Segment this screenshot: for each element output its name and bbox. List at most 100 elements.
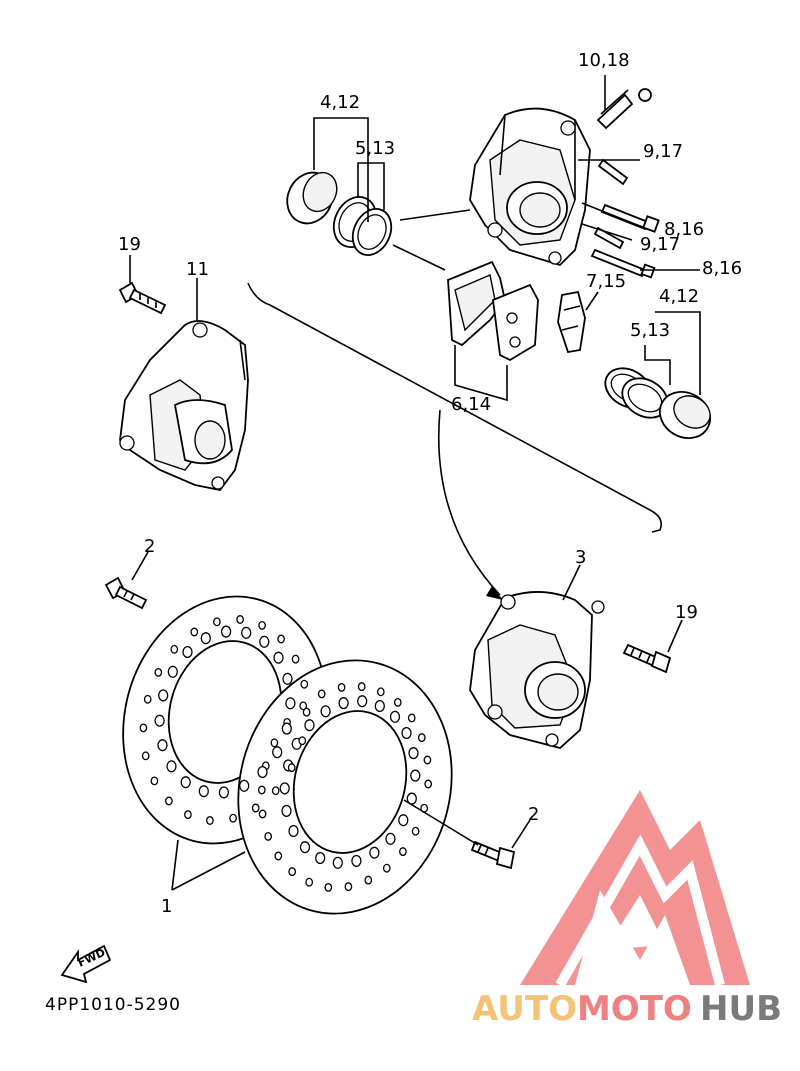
front-disc-vent-hole	[389, 710, 401, 723]
callout-3: 3	[575, 547, 586, 568]
rear-disc-vent-hole	[158, 689, 169, 702]
rear-disc-outer-vent-hole	[277, 634, 285, 644]
rear-disc-outer-vent-hole	[165, 796, 173, 806]
front-disc-vent-hole	[408, 747, 419, 760]
rear-disc-outer-vent-hole	[154, 667, 163, 677]
rear-disc-outer-vent-hole	[150, 776, 159, 786]
forward-arrow-icon: FWD	[60, 944, 112, 984]
pad-pin-lower	[593, 226, 625, 250]
front-disc-outer-vent-hole	[382, 863, 391, 873]
front-disc-vent-hole	[401, 726, 412, 740]
rear-disc-outer-vent-hole	[143, 694, 152, 704]
callout-10-18: 10,18	[578, 50, 630, 71]
rear-disc-vent-hole	[259, 635, 270, 648]
front-disc-vent-hole	[338, 697, 349, 710]
caliper-right	[469, 591, 605, 749]
brand-moto: MOTO	[577, 989, 692, 1029]
assembly-arrowhead	[486, 586, 503, 600]
rear-disc-vent-hole	[182, 645, 193, 659]
front-disc-outer-vent-hole	[288, 867, 297, 877]
bolt-2-right-leader	[511, 819, 531, 849]
front-disc-outer-vent-hole	[337, 682, 346, 692]
brake-disc-front	[237, 659, 453, 915]
rear-disc-vent-hole	[154, 714, 165, 727]
front-disc-outer-vent-hole	[264, 831, 273, 841]
rear-disc-vent-hole	[180, 776, 191, 789]
rear-disc-vent-hole	[166, 760, 177, 773]
front-disc-outer-vent-hole	[407, 713, 416, 723]
caliper-left	[119, 320, 249, 491]
rear-disc-outer-vent-hole	[258, 620, 266, 630]
rear-disc-vent-hole	[272, 746, 283, 759]
rear-disc-outer-vent-hole	[271, 786, 280, 796]
rear-disc-vent-hole	[241, 626, 252, 639]
callout-4-12-right: 4,12	[659, 286, 699, 307]
rear-disc-outer-vent-hole	[184, 810, 192, 820]
rear-disc-vent-hole	[239, 779, 250, 792]
front-disc-outer-vent-hole	[324, 882, 333, 892]
rear-disc-vent-hole	[273, 651, 284, 664]
caliper-3-leader	[562, 564, 581, 601]
rear-disc-outer-vent-hole	[291, 654, 300, 664]
front-disc-outer-vent-hole	[417, 733, 426, 743]
front-disc-vent-hole	[398, 814, 409, 827]
callout-8-16-lower: 8,16	[702, 258, 742, 279]
caliper-bolt-lower	[590, 248, 656, 279]
assembly-arrow	[437, 409, 501, 596]
front-disc-vent-hole	[288, 824, 299, 838]
front-disc-outer-vent-hole	[411, 826, 420, 836]
brand-hub: HUB	[700, 989, 782, 1029]
front-disc-vent-hole	[410, 769, 421, 782]
disc-vent-holes	[257, 682, 433, 892]
front-disc-outer-vent-hole	[376, 687, 385, 697]
disc-bolt-right	[470, 840, 516, 870]
mounting-bolt-right	[622, 643, 672, 674]
watermark-brand: AUTO MOTO HUB	[472, 989, 782, 1029]
front-disc-vent-hole	[320, 705, 331, 718]
front-disc-outer-vent-hole	[357, 682, 366, 692]
rear-disc-outer-vent-hole	[139, 723, 148, 733]
pad-pin-upper	[597, 158, 629, 186]
piston-seal-kit-right	[604, 367, 711, 439]
front-disc-vent-hole	[315, 851, 326, 865]
front-disc-vent-hole	[281, 804, 292, 817]
callout-2-left: 2	[144, 536, 155, 557]
rear-disc-outer-vent-hole	[302, 707, 311, 717]
disc-bolt-leader	[403, 799, 479, 846]
exploded-leaders	[313, 75, 701, 402]
front-disc-outer-vent-hole	[258, 809, 267, 819]
front-disc-outer-vent-hole	[299, 701, 308, 711]
disc-leader	[171, 839, 246, 891]
front-disc-outer-vent-hole	[305, 877, 314, 887]
rear-disc-vent-hole	[167, 665, 178, 678]
front-disc-outer-vent-hole	[344, 882, 353, 892]
disc-bolt-left	[104, 576, 148, 610]
front-disc-vent-hole	[385, 832, 396, 845]
callout-9-17-lower: 9,17	[640, 234, 680, 255]
rear-disc-outer-vent-hole	[251, 803, 260, 813]
callout-6-14: 6,14	[451, 394, 491, 415]
callout-4-12-left: 4,12	[320, 92, 360, 113]
rear-disc-outer-vent-hole	[141, 751, 150, 761]
front-disc-outer-vent-hole	[399, 847, 407, 857]
front-disc-vent-hole	[279, 782, 290, 795]
rear-disc-vent-hole	[285, 697, 296, 710]
callout-1: 1	[161, 896, 172, 917]
front-disc-vent-hole	[374, 699, 385, 713]
rear-disc-vent-hole	[220, 625, 232, 638]
rear-disc-vent-hole	[281, 722, 292, 735]
front-disc-outer-vent-hole	[423, 755, 432, 765]
brand-auto: AUTO	[472, 989, 577, 1029]
front-disc-vent-hole	[332, 856, 343, 869]
front-disc-outer-vent-hole	[317, 689, 326, 699]
front-disc-vent-hole	[369, 846, 380, 859]
part-code: 4PP1010-5290	[45, 995, 181, 1015]
callout-9-17-upper: 9,17	[643, 141, 683, 162]
rear-disc-outer-vent-hole	[300, 679, 309, 689]
front-disc-vent-hole	[357, 695, 368, 708]
front-disc-outer-vent-hole	[257, 785, 266, 795]
rear-disc-vent-hole	[198, 785, 209, 798]
disc-vent-holes-rear	[139, 615, 311, 825]
brake-pads	[447, 260, 539, 362]
